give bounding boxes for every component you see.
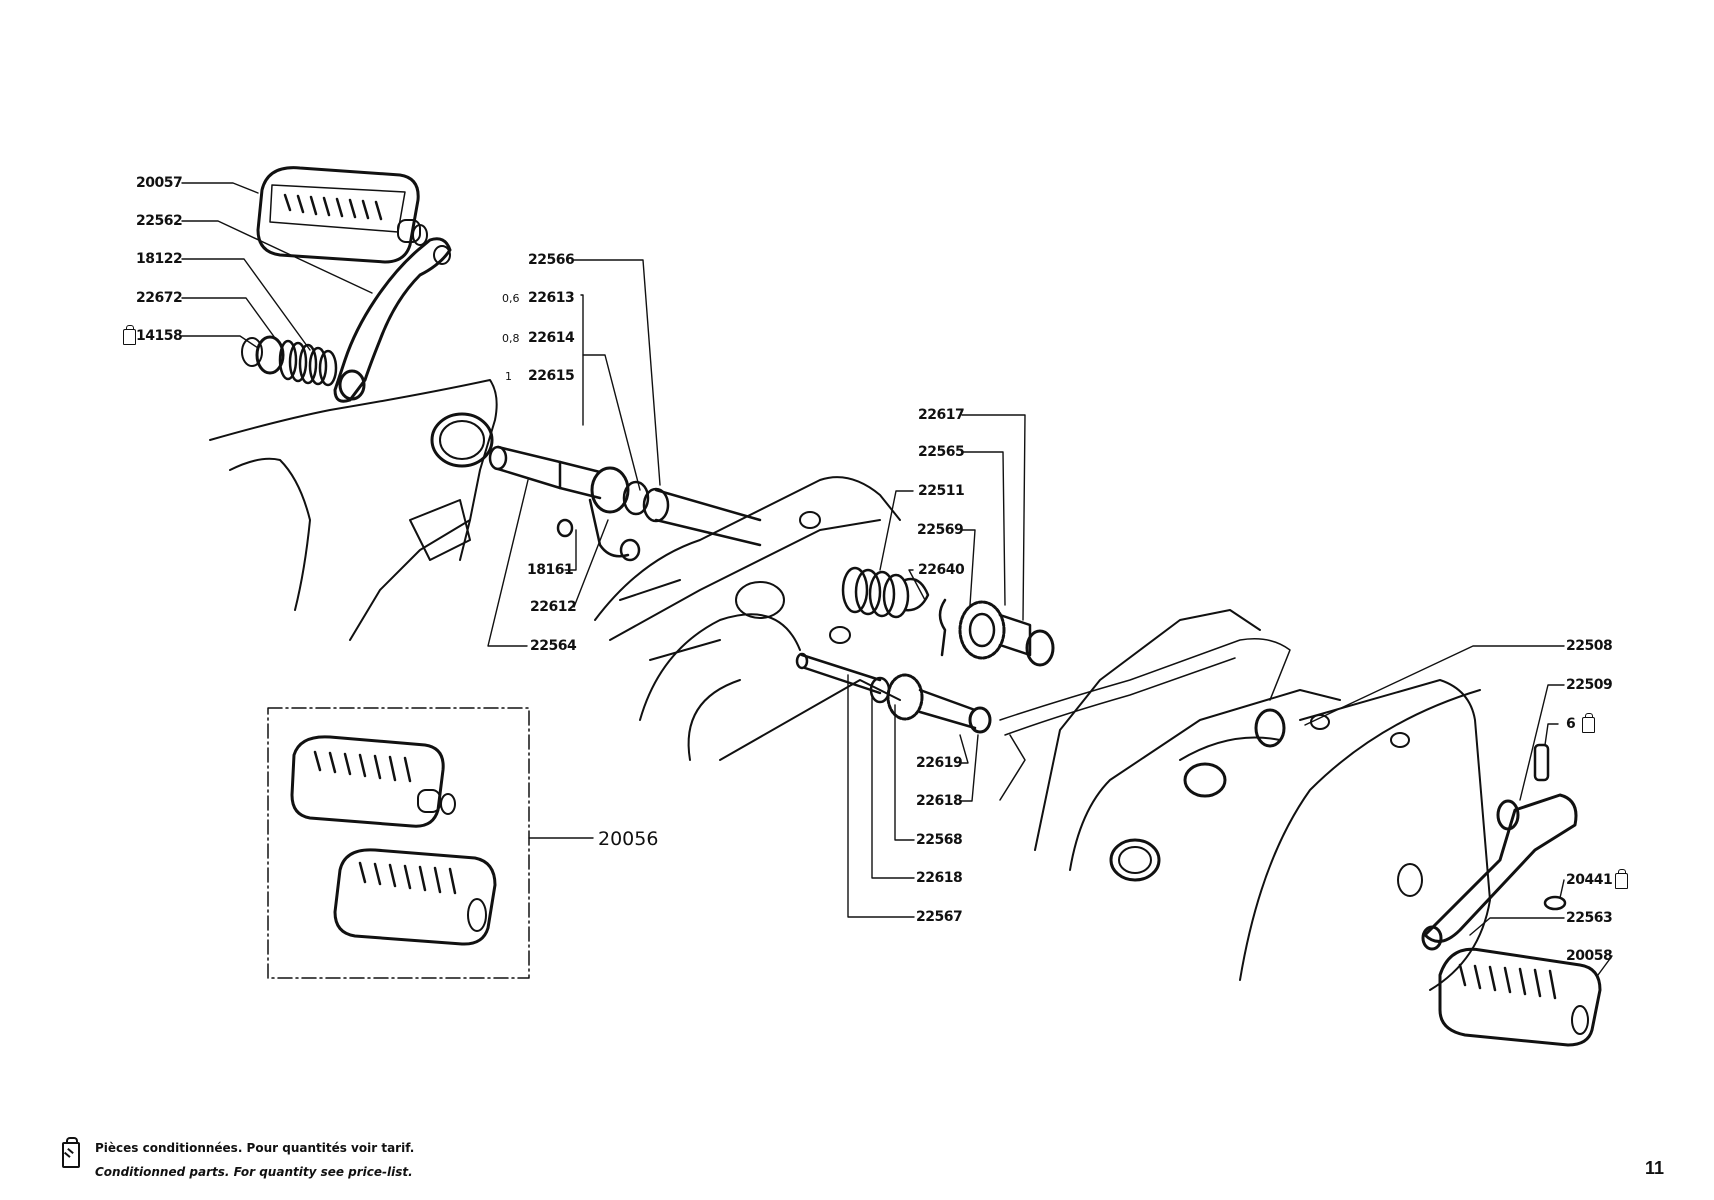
- part-label: 22613: [528, 290, 575, 306]
- part-label: 20058: [1566, 948, 1613, 964]
- packaged-parts-icon: [1582, 713, 1595, 733]
- footnote-english: Conditionned parts. For quantity see pri…: [95, 1165, 413, 1179]
- footnote-french: Pièces conditionnées. Pour quantités voi…: [95, 1141, 415, 1155]
- part-label: 22566: [528, 252, 575, 268]
- packaged-parts-icon: [62, 1137, 80, 1168]
- kickstart-lever-drawing: [333, 237, 452, 403]
- leader-lines: [181, 182, 1613, 976]
- part-label: 22640: [918, 562, 965, 578]
- part-label: 14158: [136, 328, 183, 344]
- part-label: 22562: [136, 213, 183, 229]
- part-label: 22567: [916, 909, 963, 925]
- part-label: 22568: [916, 832, 963, 848]
- part-label: 20441: [1566, 872, 1613, 888]
- part-label: 22618: [916, 793, 963, 809]
- part-label: 6: [1566, 716, 1576, 732]
- right-case-drawing: [1034, 609, 1491, 991]
- inset-box: [267, 707, 530, 979]
- quantity-label: 0,6: [502, 292, 520, 305]
- kick-shaft-drawing: [488, 445, 762, 562]
- spring-drawing: [241, 335, 338, 387]
- page-number: 11: [1645, 1158, 1665, 1178]
- part-label: 22509: [1566, 677, 1613, 693]
- lower-shaft-drawing: [795, 652, 992, 734]
- part-label: 22569: [917, 522, 964, 538]
- part-label: 22612: [530, 599, 577, 615]
- part-label: 22618: [916, 870, 963, 886]
- part-label: 22564: [530, 638, 577, 654]
- gasket-drawing: [999, 638, 1291, 801]
- part-label: 22617: [918, 407, 965, 423]
- packaged-parts-icon: [123, 325, 136, 345]
- part-label: 22615: [528, 368, 575, 384]
- part-label: 18122: [136, 251, 183, 267]
- part-label: 22508: [1566, 638, 1613, 654]
- packaged-parts-icon: [1615, 869, 1628, 889]
- gear-cluster-drawing: [841, 566, 1055, 667]
- part-label: 18161: [527, 562, 574, 578]
- part-label: 22614: [528, 330, 575, 346]
- quantity-label: 1: [505, 370, 512, 383]
- right-pedal-drawing: [1421, 743, 1602, 1047]
- part-label: 22511: [918, 483, 965, 499]
- pedal-left-drawing: [256, 166, 428, 264]
- central-case-drawing: [594, 476, 901, 761]
- part-label: 20057: [136, 175, 183, 191]
- part-label: 22672: [136, 290, 183, 306]
- inset-part-label: 20056: [598, 828, 659, 850]
- part-label: 22563: [1566, 910, 1613, 926]
- part-label: 22565: [918, 444, 965, 460]
- left-case-drawing: [209, 379, 498, 641]
- quantity-label: 0,8: [502, 332, 520, 345]
- part-label: 22619: [916, 755, 963, 771]
